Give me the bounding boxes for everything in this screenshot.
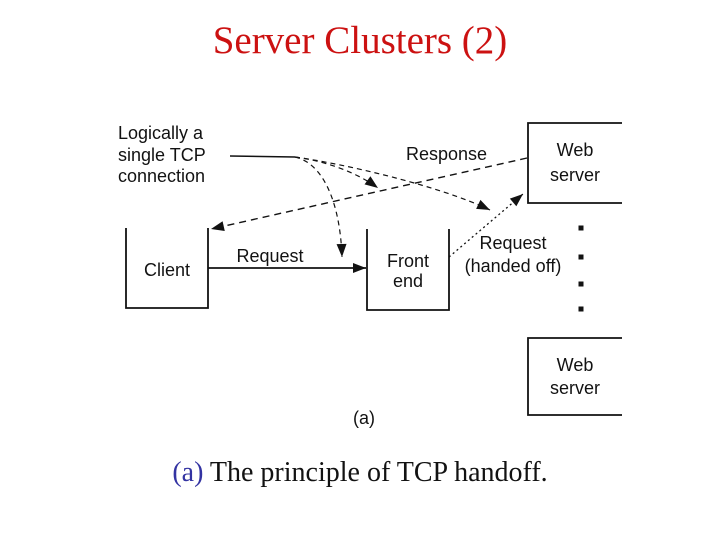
tcp-connection-label: Logically a single TCP connection (118, 123, 206, 186)
web-server-bottom-node-label: Web server (549, 355, 600, 398)
front-end-box (366, 229, 450, 311)
response-label: Response (406, 144, 488, 164)
response-arrow (210, 157, 528, 232)
handoff-arrow (448, 193, 524, 258)
web-server-top-node-label: Web server (549, 140, 600, 185)
request-handed-off-label: Request (handed off) (464, 233, 562, 276)
slide-caption: (a) The principle of TCP handoff. (0, 456, 720, 490)
tcp-label-leader-line (229, 155, 296, 158)
tcp-pointer-to-handoff (294, 156, 491, 211)
web-server-bottom-box (527, 337, 622, 416)
caption-text: The principle of TCP handoff. (203, 457, 548, 488)
panel-letter-label: (a) (353, 408, 375, 428)
front-end-node-label: Front end (386, 251, 429, 291)
web-server-top-box (527, 122, 622, 204)
tcp-pointer-to-request (294, 156, 347, 258)
ellipsis-dots-icon (578, 225, 584, 312)
request-label: Request (236, 246, 304, 266)
caption-marker: (a) (172, 457, 204, 488)
slide-title: Server Clusters (2) (212, 19, 508, 62)
client-node-label: Client (143, 260, 191, 280)
